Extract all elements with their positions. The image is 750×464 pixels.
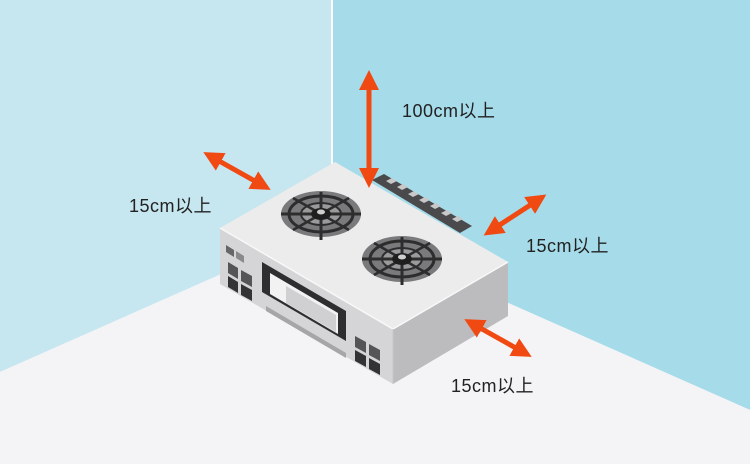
- clearance-front-label: 15cm以上: [451, 376, 535, 396]
- clearance-left-label: 15cm以上: [129, 196, 213, 216]
- knob-button: [241, 284, 252, 301]
- burner-grate-icon: [281, 191, 361, 240]
- knob-button: [369, 358, 380, 375]
- burner-grate-icon: [362, 236, 442, 285]
- brand-badge: [226, 245, 234, 257]
- knob-button: [228, 276, 238, 293]
- double-headed-arrow-icon: [464, 319, 532, 357]
- double-headed-arrow-icon: [203, 152, 271, 190]
- knob-button: [355, 350, 366, 367]
- knob-button: [228, 262, 238, 279]
- grill-handle: [266, 306, 346, 358]
- gas-stove: [219, 162, 509, 384]
- stove-side-face: [393, 262, 508, 384]
- double-headed-arrow-icon: [483, 194, 547, 236]
- vent-slots: [386, 178, 463, 222]
- knob-button: [369, 344, 380, 361]
- clearance-right-label: 15cm以上: [526, 236, 610, 256]
- back-vent-strip: [372, 174, 472, 233]
- left-wall: [0, 0, 332, 372]
- clearance-top-label: 100cm以上: [402, 101, 496, 121]
- knob-button: [355, 336, 366, 353]
- front-control-panel: [226, 245, 380, 375]
- knob-button: [241, 270, 252, 287]
